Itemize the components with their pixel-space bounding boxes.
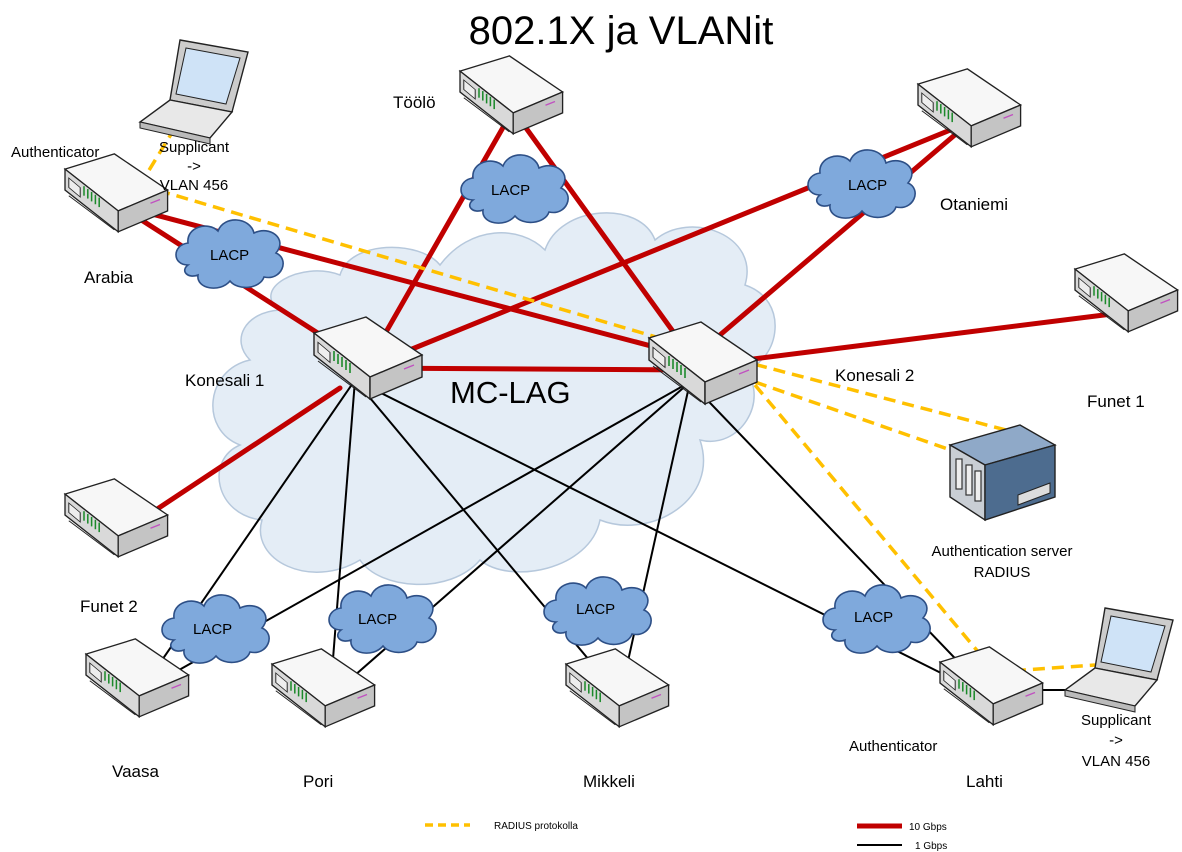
- supplicant-top-line1: Supplicant: [159, 139, 230, 156]
- link-toolo-k1: [367, 107, 516, 363]
- switch-mikkeli[interactable]: [565, 648, 670, 728]
- legend-10g-label: 10 Gbps: [909, 822, 947, 833]
- legend-1g-label: 1 Gbps: [915, 841, 947, 852]
- label-mikkeli: Mikkeli: [583, 772, 635, 791]
- auth-server-line1: Authentication server: [932, 543, 1073, 560]
- radius-lahti-supplicant: [994, 663, 1096, 674]
- label-konesali2: Konesali 2: [835, 366, 914, 385]
- lacp-label: LACP: [193, 621, 232, 638]
- supplicant-top-line3: VLAN 456: [160, 177, 228, 194]
- server-icon[interactable]: [948, 424, 1057, 522]
- label-authenticator-lahti: Authenticator: [849, 738, 937, 755]
- switch-vaasa[interactable]: [85, 638, 190, 718]
- label-arabia: Arabia: [84, 268, 134, 287]
- label-funet2: Funet 2: [80, 597, 138, 616]
- supplicant-bottom-line2: ->: [1109, 732, 1123, 749]
- label-authenticator-arabia: Authenticator: [11, 144, 99, 161]
- supplicant-bottom-line3: VLAN 456: [1082, 753, 1150, 770]
- auth-server-line2: RADIUS: [974, 564, 1031, 581]
- laptop-icon[interactable]: [138, 39, 249, 145]
- link-funet1-k2: [702, 309, 1131, 368]
- core-cloud: [212, 212, 776, 586]
- label-konesali1: Konesali 1: [185, 371, 264, 390]
- legend-radius-label: RADIUS protokolla: [494, 821, 578, 832]
- label-toolo: Töölö: [393, 93, 436, 112]
- laptop-icon[interactable]: [1063, 607, 1174, 713]
- legend: RADIUS protokolla 10 Gbps 1 Gbps: [425, 821, 947, 852]
- label-vaasa: Vaasa: [112, 762, 159, 781]
- link-k2-mikkeli: [619, 381, 691, 698]
- link-otaniemi-k2: [697, 119, 973, 355]
- label-otaniemi: Otaniemi: [940, 195, 1008, 214]
- switch-funet2[interactable]: [64, 478, 169, 558]
- lacp-label: LACP: [358, 611, 397, 628]
- radius-supplicant-arabia: [138, 94, 197, 186]
- core-label: MC-LAG: [450, 375, 571, 410]
- radius-paths: [138, 94, 1096, 674]
- switch-pori[interactable]: [271, 648, 376, 728]
- lacp-label: LACP: [210, 247, 249, 264]
- page-title: 802.1X ja VLANit: [469, 9, 774, 53]
- radius-arabia-k2: [139, 183, 701, 352]
- lacp-label: LACP: [854, 609, 893, 626]
- lacp-label: LACP: [848, 177, 887, 194]
- supplicant-top-line2: ->: [187, 158, 201, 175]
- switch-funet1[interactable]: [1074, 253, 1179, 333]
- radius-k2-server2: [754, 380, 966, 457]
- lacp-label: LACP: [491, 182, 530, 199]
- lacp-label: LACP: [576, 601, 615, 618]
- label-lahti: Lahti: [966, 772, 1003, 791]
- link-toolo-k2: [510, 107, 693, 358]
- link-k1-pori: [329, 379, 356, 698]
- switch-toolo[interactable]: [459, 55, 564, 135]
- switch-lahti[interactable]: [939, 646, 1044, 726]
- link-k2-lahti: [689, 381, 996, 701]
- label-funet1: Funet 1: [1087, 392, 1145, 411]
- label-pori: Pori: [303, 772, 333, 791]
- radius-k2-lahti: [753, 383, 997, 674]
- supplicant-bottom-line1: Supplicant: [1081, 712, 1152, 729]
